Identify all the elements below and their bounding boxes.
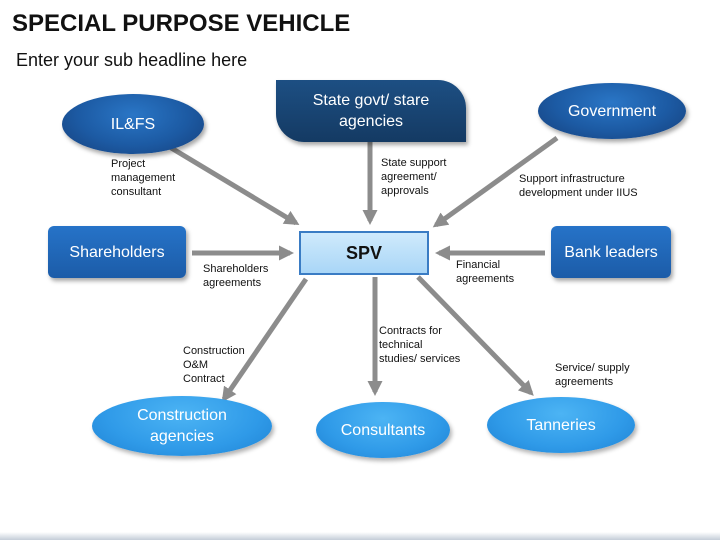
edge-label-government-line: development under IIUS — [519, 187, 638, 199]
arrow-spv-to-construction — [221, 277, 309, 403]
edge-label-state-line: agreement/ — [381, 171, 437, 183]
edge-label-consultants-line: Contracts for — [379, 325, 442, 337]
node-spv: SPV — [299, 231, 429, 275]
arrow-government-to-spv — [432, 135, 559, 228]
edge-label-consultants-line: technical — [379, 339, 423, 351]
node-shareholders: Shareholders — [48, 226, 186, 278]
node-consultants-label: Consultants — [340, 421, 426, 439]
node-tanneries: Tanneries — [487, 397, 635, 453]
edge-label-construction-line: Contract — [183, 373, 225, 385]
edge-label-state-line: approvals — [381, 185, 429, 197]
arrow-spv-to-tanneries — [416, 275, 534, 396]
edge-label-ilfs-line: consultant — [111, 186, 162, 198]
edge-label-bank-line: Financial — [456, 259, 501, 271]
node-ilfs-label: IL&FS — [110, 115, 156, 133]
edge-label-government-line: Support infrastructure — [519, 173, 625, 185]
footer-shading — [0, 532, 720, 540]
edge-label-state-line: State support — [381, 157, 447, 169]
node-tanneries-label: Tanneries — [526, 416, 596, 434]
node-ilfs: IL&FS — [62, 94, 204, 154]
edge-label-tanneries-line: agreements — [555, 376, 614, 388]
edge-label-construction-line: Construction — [183, 345, 245, 357]
node-consultants: Consultants — [316, 402, 450, 458]
edge-label-bank: Financial agreements — [456, 258, 514, 286]
node-government: Government — [538, 83, 686, 139]
node-state-agencies: State govt/ stare agencies — [276, 80, 466, 142]
node-bank-leaders: Bank leaders — [551, 226, 671, 278]
page-title: SPECIAL PURPOSE VEHICLE — [12, 10, 351, 37]
edge-label-ilfs: Project management consultant — [111, 157, 175, 199]
edge-label-consultants-line: studies/ services — [379, 353, 461, 365]
edge-label-bank-line: agreements — [456, 273, 515, 285]
edge-label-ilfs-line: management — [111, 172, 176, 184]
edge-label-construction-line: O&M — [183, 359, 209, 371]
edge-label-construction: Construction O&M Contract — [183, 344, 245, 386]
edge-label-state: State support agreement/ approvals — [381, 156, 446, 198]
edge-label-shareholders-line: agreements — [203, 277, 262, 289]
edge-label-government: Support infrastructure development under… — [519, 172, 638, 200]
arrow-ilfs-to-spv — [161, 140, 300, 226]
edge-label-consultants: Contracts for technical studies/ service… — [379, 324, 460, 366]
edge-label-shareholders-line: Shareholders — [203, 263, 269, 275]
edge-label-ilfs-line: Project — [111, 158, 146, 170]
page-subtitle: Enter your sub headline here — [16, 50, 248, 70]
node-construction-agencies-label: Construction agencies — [137, 407, 227, 445]
node-government-label: Government — [567, 102, 657, 120]
edge-label-tanneries-line: Service/ supply — [555, 362, 630, 374]
node-spv-label: SPV — [345, 242, 383, 263]
node-construction-agencies: Construction agencies — [92, 396, 272, 456]
edge-label-tanneries: Service/ supply agreements — [555, 361, 630, 389]
node-shareholders-label: Shareholders — [69, 243, 165, 261]
edge-label-shareholders: Shareholders agreements — [203, 262, 268, 290]
node-state-agencies-label: State govt/ stare agencies — [312, 92, 430, 130]
node-bank-leaders-label: Bank leaders — [564, 243, 658, 261]
